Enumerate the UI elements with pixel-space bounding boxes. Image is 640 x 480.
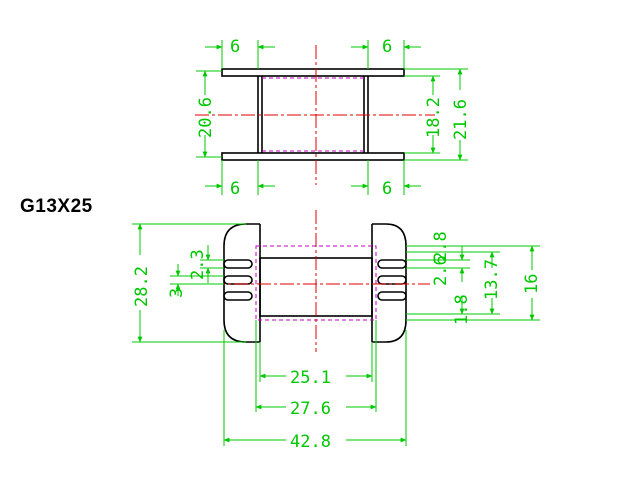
- dim-right-top: 2.8: [431, 231, 451, 262]
- dim-right-small: 1.8: [452, 294, 472, 325]
- dim-slot-width: 3: [167, 288, 187, 298]
- front-view-dimension-labels: 28.2 2.3 3 2.8 2.6 1.8 13.7 16 25.1 27.6…: [132, 231, 542, 452]
- top-view-dimensions: [196, 40, 468, 195]
- dim-right-mid: 13.7: [482, 259, 502, 300]
- front-view-centerlines: [188, 210, 430, 352]
- dim-flange-top-left: 6: [230, 37, 240, 57]
- dim-flange-bottom-right: 6: [382, 179, 392, 199]
- top-view-dimension-labels: 6 6 6 6 20.6 18.2 21.6: [196, 37, 471, 199]
- dim-width-inner: 25.1: [290, 368, 331, 388]
- front-view-dimensions: [132, 223, 540, 446]
- dim-overall-height-left: 20.6: [196, 97, 216, 138]
- dim-slot-pitch: 2.3: [188, 249, 208, 280]
- top-view: 6 6 6 6 20.6 18.2 21.6: [195, 37, 471, 199]
- dim-width-mid: 27.6: [290, 399, 331, 419]
- dim-right-outer: 16: [522, 274, 542, 294]
- dim-overall-height-right: 21.6: [451, 99, 471, 140]
- part-title: G13X25: [20, 196, 93, 217]
- dim-inner-height-right: 18.2: [424, 97, 444, 138]
- dim-height-outer: 28.2: [132, 266, 152, 307]
- dim-flange-bottom-left: 6: [230, 179, 240, 199]
- top-view-centerlines: [195, 45, 435, 185]
- dim-flange-top-right: 6: [382, 37, 392, 57]
- dim-right-slot: 2.6: [431, 255, 451, 286]
- top-view-hidden-lines: [262, 77, 364, 152]
- front-view: 28.2 2.3 3 2.8 2.6 1.8 13.7 16 25.1 27.6…: [132, 210, 542, 452]
- dim-width-outer: 42.8: [290, 432, 331, 452]
- front-view-outline: [223, 223, 407, 343]
